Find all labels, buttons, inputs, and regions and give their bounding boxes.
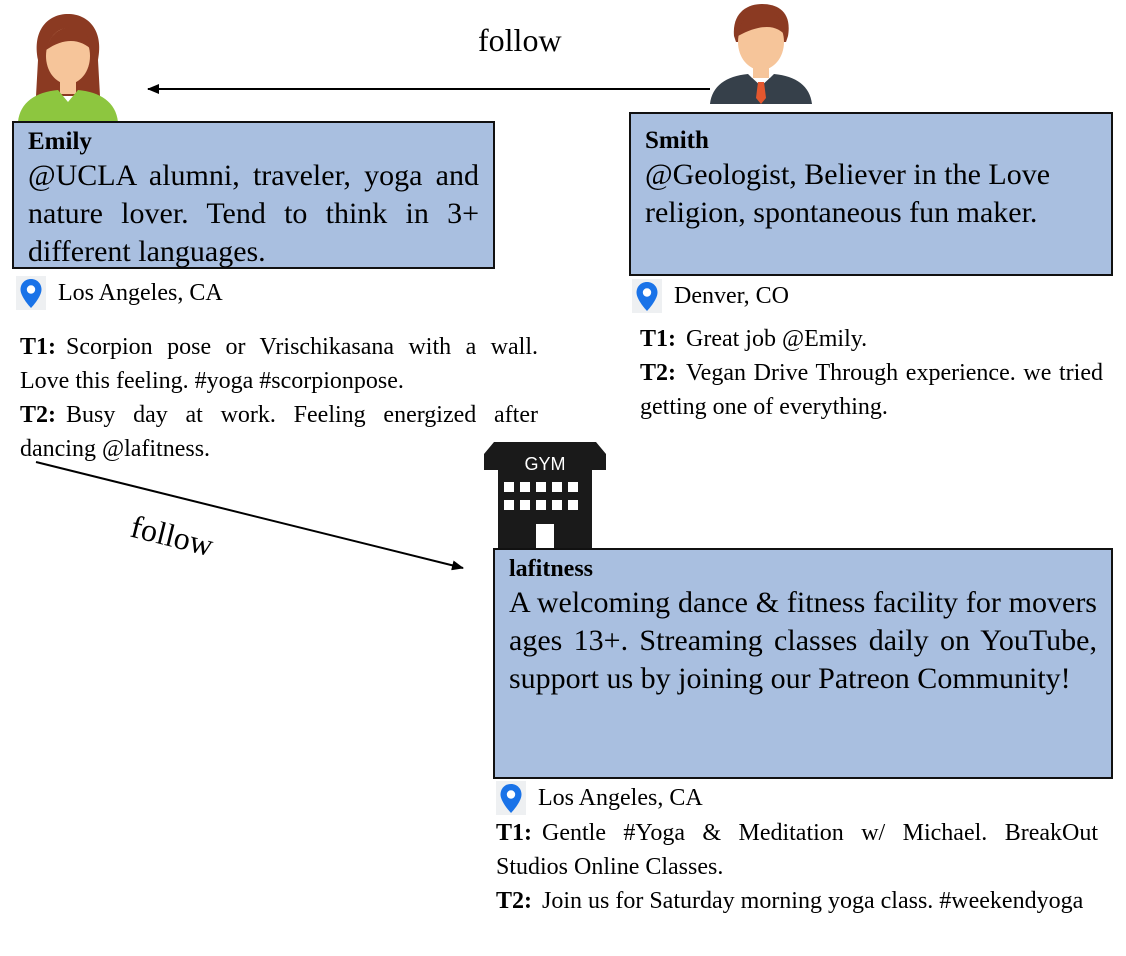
- smith-bio-text: @Geologist, Believer in the Love religio…: [645, 158, 1051, 229]
- emily-location: Los Angeles, CA: [16, 276, 223, 310]
- lafitness-name: lafitness: [509, 556, 593, 582]
- emily-location-text: Los Angeles, CA: [58, 279, 223, 306]
- emily-name: Emily: [28, 128, 92, 155]
- emily-tweet-1: T1:Scorpion pose or Vrischikasana with a…: [20, 334, 538, 394]
- lafitness-location: Los Angeles, CA: [496, 781, 703, 815]
- lafitness-tweets: T1:Gentle #Yoga & Meditation w/ Michael.…: [496, 816, 1098, 918]
- gym-building-icon: GYM: [484, 442, 606, 550]
- man-avatar-icon: [710, 4, 812, 104]
- location-pin-icon: [496, 781, 526, 815]
- gym-sign-text: GYM: [524, 454, 565, 474]
- smith-location-text: Denver, CO: [674, 282, 790, 309]
- lafitness-bio-text: A welcoming dance & fitness facility for…: [509, 586, 1097, 695]
- lafitness-location-text: Los Angeles, CA: [538, 784, 703, 811]
- smith-bio-box: Smith @Geologist, Believer in the Love r…: [629, 112, 1113, 276]
- follow-edge-emily-to-lafitness: [35, 461, 464, 571]
- emily-bio-text: @UCLA alumni, traveler, yoga and nature …: [28, 159, 479, 268]
- lafitness-tweet-2: T2:Join us for Saturday morning yoga cla…: [496, 888, 1084, 914]
- smith-tweets: T1:Great job @Emily. T2:Vegan Drive Thro…: [640, 322, 1103, 424]
- smith-tweet-1: T1:Great job @Emily.: [640, 326, 868, 352]
- woman-avatar-icon: [18, 14, 118, 122]
- smith-name: Smith: [645, 127, 709, 154]
- location-pin-icon: [632, 279, 662, 313]
- location-pin-icon: [16, 276, 46, 310]
- smith-tweet-2: T2:Vegan Drive Through experience. we tr…: [640, 360, 1103, 420]
- follow-top-label: follow: [478, 22, 562, 58]
- smith-location: Denver, CO: [632, 279, 789, 313]
- lafitness-tweet-1: T1:Gentle #Yoga & Meditation w/ Michael.…: [496, 820, 1098, 880]
- emily-tweets: T1:Scorpion pose or Vrischikasana with a…: [20, 330, 538, 466]
- emily-bio-box: Emily @UCLA alumni, traveler, yoga and n…: [12, 121, 495, 269]
- emily-tweet-2: T2:Busy day at work. Feeling energized a…: [20, 402, 538, 462]
- lafitness-bio-box: lafitness A welcoming dance & fitness fa…: [493, 548, 1113, 779]
